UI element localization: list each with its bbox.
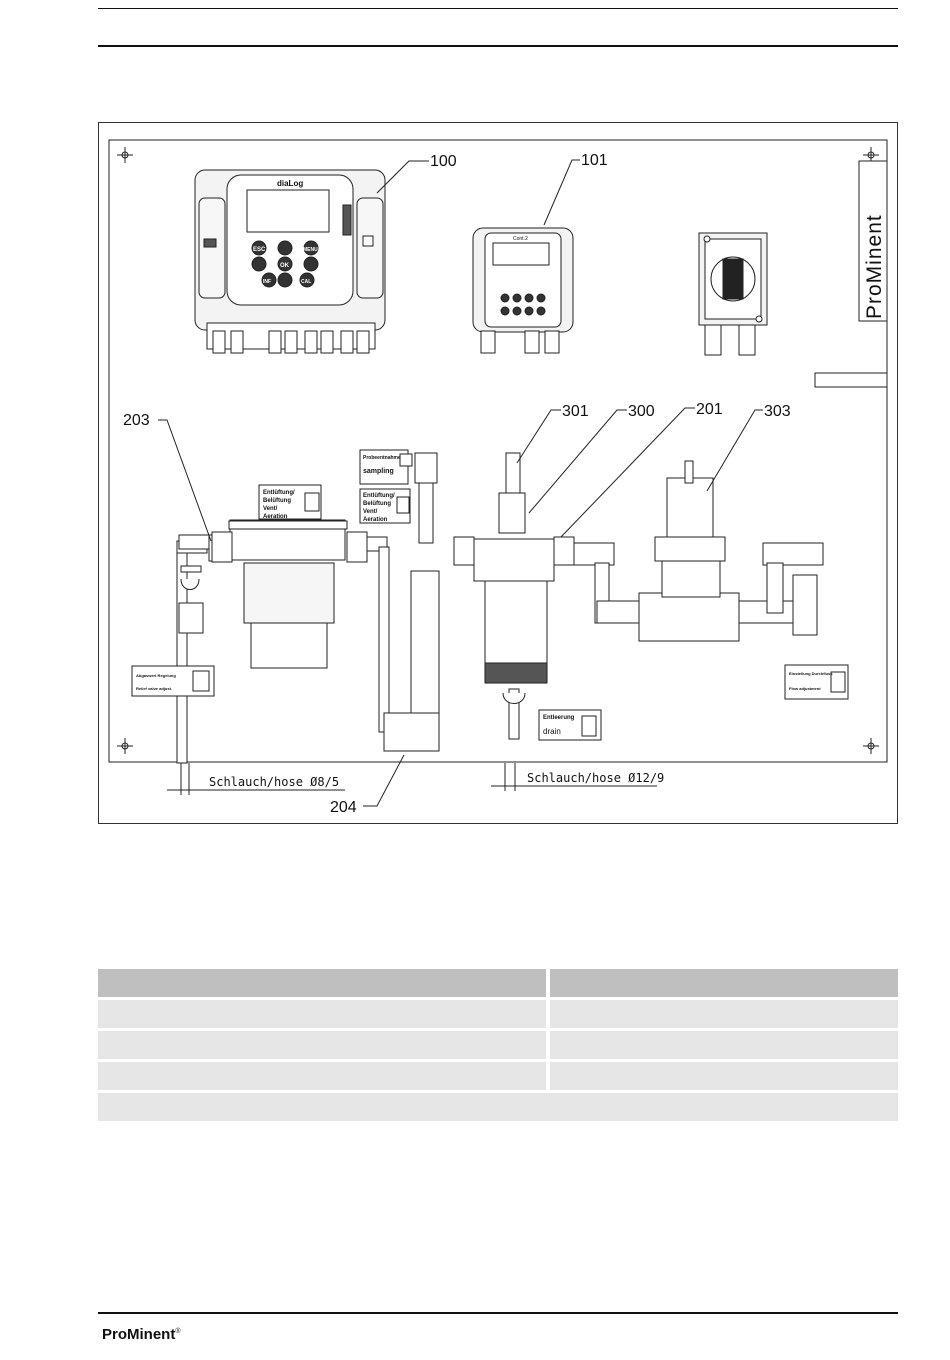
callout-204: 204: [330, 799, 357, 816]
key-inf: INF: [263, 279, 271, 285]
key-cal: CAL: [301, 279, 311, 285]
controller-compact: [472, 227, 574, 354]
table-row: [98, 1031, 898, 1059]
sign-vent-center-3: Vent/: [363, 509, 378, 515]
sign-relief: [131, 665, 215, 697]
installation-drawing: ProMinent: [98, 122, 898, 824]
mounting-hole-icon: [117, 147, 879, 754]
flow-monitor: [573, 460, 824, 642]
sign-vent-center-1: Entlüftung/: [363, 493, 395, 499]
sign-flow-2: Flow adjustment: [789, 686, 821, 691]
sign-drain: [538, 709, 602, 741]
sign-flow: [784, 664, 849, 700]
sampling-line: [366, 452, 440, 752]
sign-drain-1: Entleerung: [543, 715, 575, 721]
dialog-device-label: diaLog: [277, 179, 303, 188]
specification-table: [98, 969, 898, 1121]
footer-brand-logo: ProMinent®: [102, 1326, 181, 1343]
callout-101: 101: [581, 152, 608, 169]
callout-303: 303: [764, 403, 791, 420]
leader-lines: [158, 159, 763, 807]
mounting-panel: [108, 139, 888, 763]
table-row: [98, 1062, 898, 1090]
sign-probe-line1: Probeentnahme: [363, 455, 401, 461]
key-ok: OK: [280, 263, 290, 269]
sign-vent-left-2: Belüftung: [263, 498, 291, 504]
controller-dialog: [194, 169, 386, 354]
hose-dimension-right: [491, 763, 657, 791]
pipe-left: [176, 534, 230, 764]
sign-vent-left-4: Aeration: [263, 514, 288, 520]
footer-brand-text: ProMinent: [102, 1326, 176, 1343]
callout-203: 203: [123, 412, 150, 429]
main-switch-box: [698, 232, 768, 356]
key-esc: ESC: [253, 247, 266, 253]
callout-201: 201: [696, 401, 723, 418]
sign-drain-2: drain: [543, 727, 561, 736]
callout-301: 301: [562, 403, 589, 420]
sign-vent-center-4: Aeration: [363, 517, 388, 523]
sign-probe: [359, 449, 413, 485]
callout-300: 300: [628, 403, 655, 420]
table-row: [98, 1000, 898, 1028]
key-menu: MENU: [303, 247, 318, 253]
table-header-row: [98, 969, 898, 997]
hose-left-label: Schlauch/hose Ø8/5: [209, 775, 339, 789]
sign-probe-line2: sampling: [363, 468, 394, 475]
hose-right-label: Schlauch/hose Ø12/9: [527, 771, 664, 785]
sign-relief-2: Relief valve adjust.: [136, 686, 172, 691]
brand-vertical-text: ProMinent: [863, 214, 886, 319]
sign-vent-left-3: Vent/: [263, 506, 278, 512]
filter-housing-center: [453, 452, 575, 740]
sign-flow-1: Einstellung Durchfluss: [789, 671, 833, 676]
sign-vent-center: [359, 488, 411, 524]
header-top-rule: [98, 8, 898, 9]
hose-dimension-left: [167, 763, 345, 795]
label-strip: [814, 372, 888, 388]
table-full-width-row: [98, 1093, 898, 1121]
callout-100: 100: [430, 153, 457, 170]
compact-device-label: Cont.2: [513, 236, 528, 242]
sign-relief-1: Abgaswert Regelung: [136, 673, 176, 678]
sign-vent-left: [258, 484, 322, 520]
sign-vent-center-2: Belüftung: [363, 501, 391, 507]
header-bottom-rule: [98, 45, 898, 47]
footer-rule: [98, 1312, 898, 1314]
brand-plate: ProMinent: [858, 160, 888, 322]
footer-registered-mark: ®: [175, 1328, 181, 1335]
sign-vent-left-1: Entlüftung/: [263, 490, 295, 496]
filter-housing-left: [211, 519, 368, 669]
